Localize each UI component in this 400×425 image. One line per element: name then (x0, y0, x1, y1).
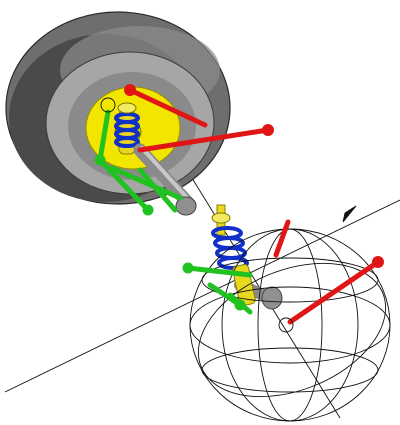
arm-end-joint (262, 124, 274, 136)
hub-wire-circle (100, 97, 116, 113)
hub-wire-circles (100, 97, 294, 333)
link-ball-joint (234, 299, 246, 311)
lower-arm-long (287, 259, 381, 325)
spring-coil (114, 136, 140, 148)
link-ball-joint (94, 154, 106, 166)
sphere-meridian (257, 228, 323, 422)
upper-link-2 (97, 157, 151, 213)
sphere-tilted-ring (197, 262, 387, 398)
control-arms (124, 84, 384, 325)
ground-line (4, 199, 400, 393)
upper-link-4 (137, 167, 178, 213)
shaft-joint-lower (261, 286, 283, 310)
lower-arm-short (273, 219, 291, 258)
lower-spring-top-cap (211, 212, 231, 224)
sphere-parallel (189, 286, 391, 364)
link-ball-joint (142, 204, 154, 216)
upper-arm-front (127, 87, 208, 128)
link-ball-joint (182, 262, 194, 274)
axis-arrow (342, 205, 357, 223)
spring-top-cap (117, 102, 137, 114)
lower-link-1 (185, 265, 253, 278)
upper-arm-rear (137, 127, 271, 153)
shaft-joint-upper (175, 196, 197, 216)
upper-link-1 (97, 109, 111, 163)
shaft-highlight (140, 146, 192, 203)
sphere-parallel (201, 257, 379, 303)
hub-wire-circle (278, 317, 294, 333)
wire-sphere (189, 228, 391, 422)
upper-link-3 (109, 165, 183, 201)
arm-end-joint (124, 84, 136, 96)
shaft-body (133, 143, 197, 212)
arm-end-joint (372, 256, 384, 268)
sphere-parallel (201, 347, 379, 393)
steering-links (94, 109, 253, 315)
upper-coil-spring (114, 102, 140, 155)
